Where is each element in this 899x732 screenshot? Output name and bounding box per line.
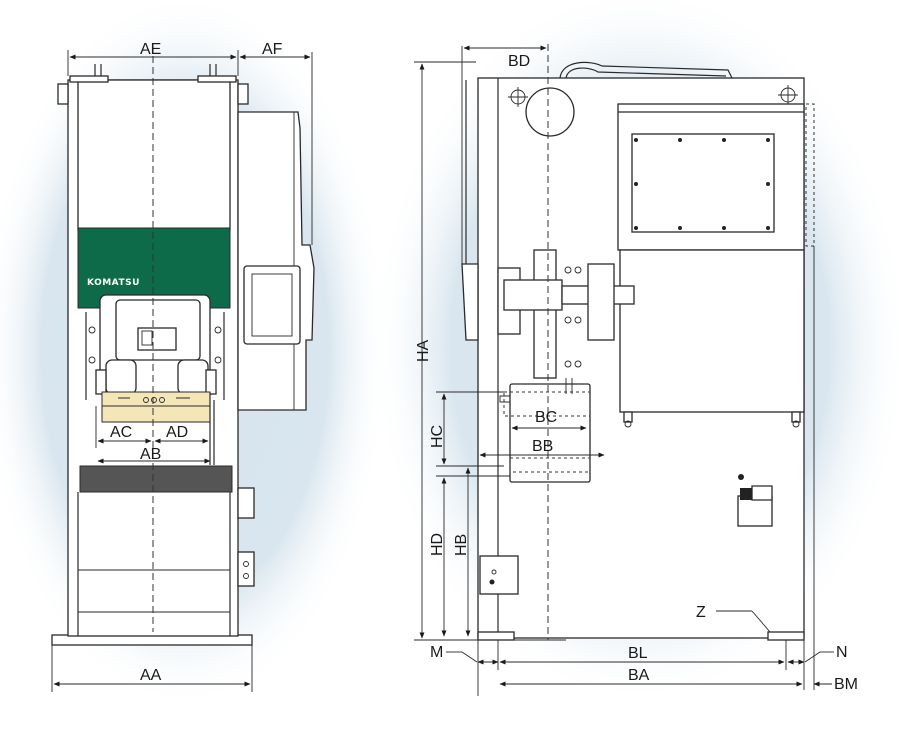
front-view: KOMATSU: [51, 41, 315, 692]
label-BA: BA: [628, 667, 650, 684]
side-flywheel: [525, 87, 575, 137]
label-AD: AD: [166, 424, 188, 441]
label-HD: HD: [429, 533, 446, 556]
label-AB: AB: [140, 446, 161, 463]
label-HC: HC: [429, 425, 446, 448]
label-HA: HA: [415, 339, 432, 362]
label-AC: AC: [110, 424, 132, 441]
label-N: N: [836, 644, 848, 661]
label-Z: Z: [696, 604, 706, 621]
label-HB: HB: [453, 534, 470, 556]
front-table: [79, 465, 233, 493]
label-BM: BM: [834, 676, 858, 693]
label-BL: BL: [628, 645, 648, 662]
label-AF: AF: [262, 41, 283, 58]
label-AE: AE: [140, 41, 161, 58]
label-BB: BB: [532, 438, 553, 455]
label-AA: AA: [140, 667, 162, 684]
label-BC: BC: [535, 409, 557, 426]
front-crown: [77, 79, 231, 231]
brand-logo: KOMATSU: [87, 278, 140, 288]
label-M: M: [430, 644, 443, 661]
label-BD: BD: [508, 53, 530, 70]
side-view: HA BD HC BC BB HD HB Z M: [414, 44, 858, 696]
